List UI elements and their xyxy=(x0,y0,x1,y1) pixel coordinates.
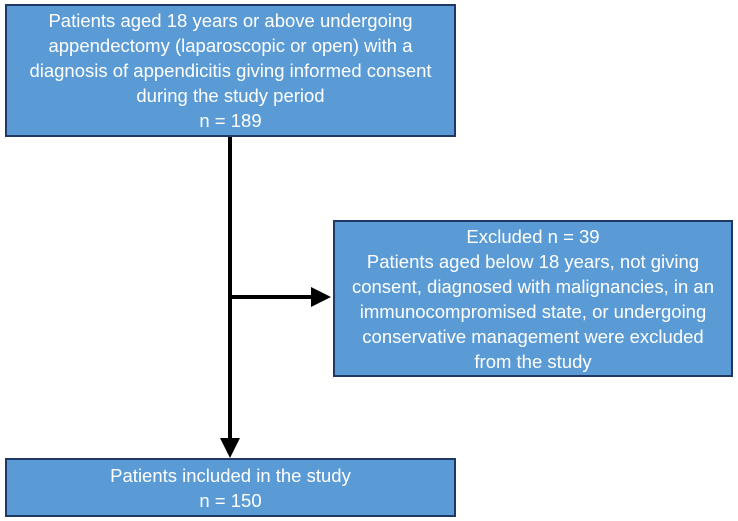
enrollment-box: Patients aged 18 years or above undergoi… xyxy=(5,4,456,137)
included-box: Patients included in the study n = 150 xyxy=(5,458,456,517)
enrollment-line-2: appendectomy (laparoscopic or open) with… xyxy=(48,35,413,56)
included-count: n = 150 xyxy=(199,489,262,511)
excluded-line-3: immunocompromised state, or undergoing xyxy=(359,300,707,322)
excluded-box: Excluded n = 39 Patients aged below 18 y… xyxy=(333,220,733,377)
included-label: Patients included in the study xyxy=(110,464,351,486)
excluded-count: Excluded n = 39 xyxy=(466,225,600,247)
enrollment-line-4: during the study period xyxy=(136,85,325,106)
enrollment-line-3: diagnosis of appendicitis giving informe… xyxy=(29,60,432,81)
enrollment-line-1: Patients aged 18 years or above undergoi… xyxy=(48,10,413,31)
excluded-line-2: consent, diagnosed with malignancies, in… xyxy=(351,275,714,297)
excluded-line-5: from the study xyxy=(474,350,592,372)
excluded-line-4: conservative management were excluded xyxy=(362,325,704,347)
enrollment-count: n = 189 xyxy=(199,110,262,131)
excluded-line-1: Patients aged below 18 years, not giving xyxy=(366,250,700,272)
